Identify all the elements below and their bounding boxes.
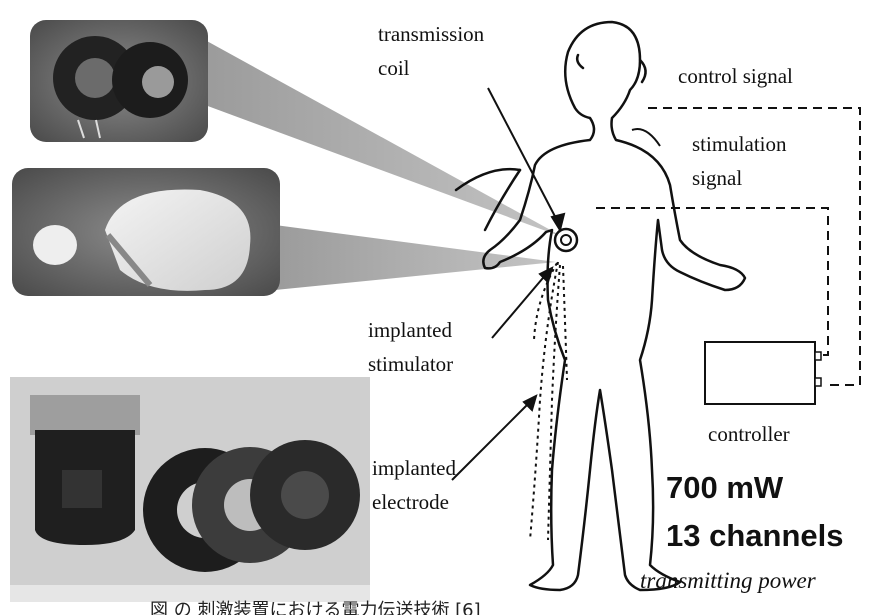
zoom-beam-stimulator [275,225,556,290]
label-stimulation-signal-2: signal [692,166,742,191]
label-implanted-stimulator-1: implanted [368,318,452,343]
controller-box [705,342,821,404]
body-coil-icon [555,229,577,251]
spec-channels: 13 channels [666,518,843,554]
label-implanted-electrode-1: implanted [372,456,456,481]
shoulder-mark [632,129,660,146]
label-stimulation-signal-1: stimulation [692,132,787,157]
figure-caption: 図 の 刺激装置における電力伝送技術 [6] [150,596,481,615]
label-implanted-electrode-2: electrode [372,490,449,515]
label-controller: controller [708,422,790,447]
photo-stimulator [12,168,280,296]
photo-coil [30,20,208,142]
photo-circuit-and-coils [10,377,370,602]
label-transmission-coil-2: coil [378,56,410,81]
label-implanted-stimulator-2: stimulator [368,352,453,377]
spec-footnote: transmitting power [640,568,816,594]
spec-power: 700 mW [666,470,783,506]
label-control-signal: control signal [678,64,793,89]
label-transmission-coil-1: transmission [378,22,484,47]
